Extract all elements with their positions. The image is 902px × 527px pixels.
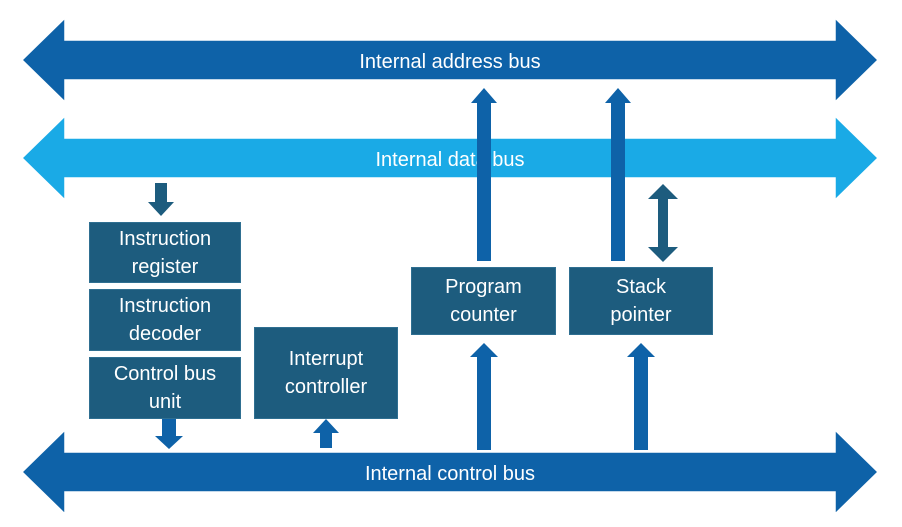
stack-pointer-block: Stack pointer — [569, 267, 713, 335]
program-counter-block: Program counter — [411, 267, 556, 335]
instruction-decoder-line2: decoder — [128, 323, 202, 345]
control-bus-unit-line2: unit — [148, 391, 182, 413]
instruction-decoder-block: Instruction decoder — [89, 289, 241, 351]
internal-address-bus — [20, 16, 880, 104]
stack-pointer-data-bus-bidirectional-arrow — [648, 184, 678, 262]
stack-pointer-to-address-bus-arrow — [605, 88, 631, 261]
stack-pointer-line1: Stack — [615, 276, 667, 298]
interrupt-controller-line2: controller — [284, 376, 368, 398]
program-counter-line1: Program — [445, 276, 522, 298]
program-counter-line2: counter — [450, 304, 517, 326]
instruction-decoder-line1: Instruction — [118, 295, 212, 317]
control-bus-unit-line1: Control bus — [113, 363, 217, 385]
control-bus-unit-block: Control bus unit — [89, 357, 241, 419]
data-bus-to-instruction-register-arrow — [148, 183, 174, 216]
internal-address-bus-label: Internal address bus — [359, 51, 540, 73]
control-bus-to-interrupt-controller-arrow — [313, 419, 339, 448]
internal-data-bus-label: Internal data bus — [376, 149, 525, 171]
control-bus-unit-to-control-bus-arrow — [155, 419, 183, 449]
control-bus-to-stack-pointer-arrow — [627, 343, 655, 450]
internal-data-bus — [20, 114, 880, 202]
internal-control-bus — [20, 428, 880, 516]
interrupt-controller-line1: Interrupt — [288, 348, 364, 370]
control-bus-to-program-counter-arrow — [470, 343, 498, 450]
stack-pointer-line2: pointer — [610, 304, 672, 326]
internal-control-bus-label: Internal control bus — [365, 463, 535, 485]
instruction-register-line2: register — [131, 255, 199, 278]
instruction-register-line1: Instruction — [118, 227, 212, 250]
instruction-register-block: Instruction register — [89, 222, 241, 283]
program-counter-to-address-bus-arrow — [471, 88, 497, 261]
interrupt-controller-block: Interrupt controller — [254, 327, 398, 419]
